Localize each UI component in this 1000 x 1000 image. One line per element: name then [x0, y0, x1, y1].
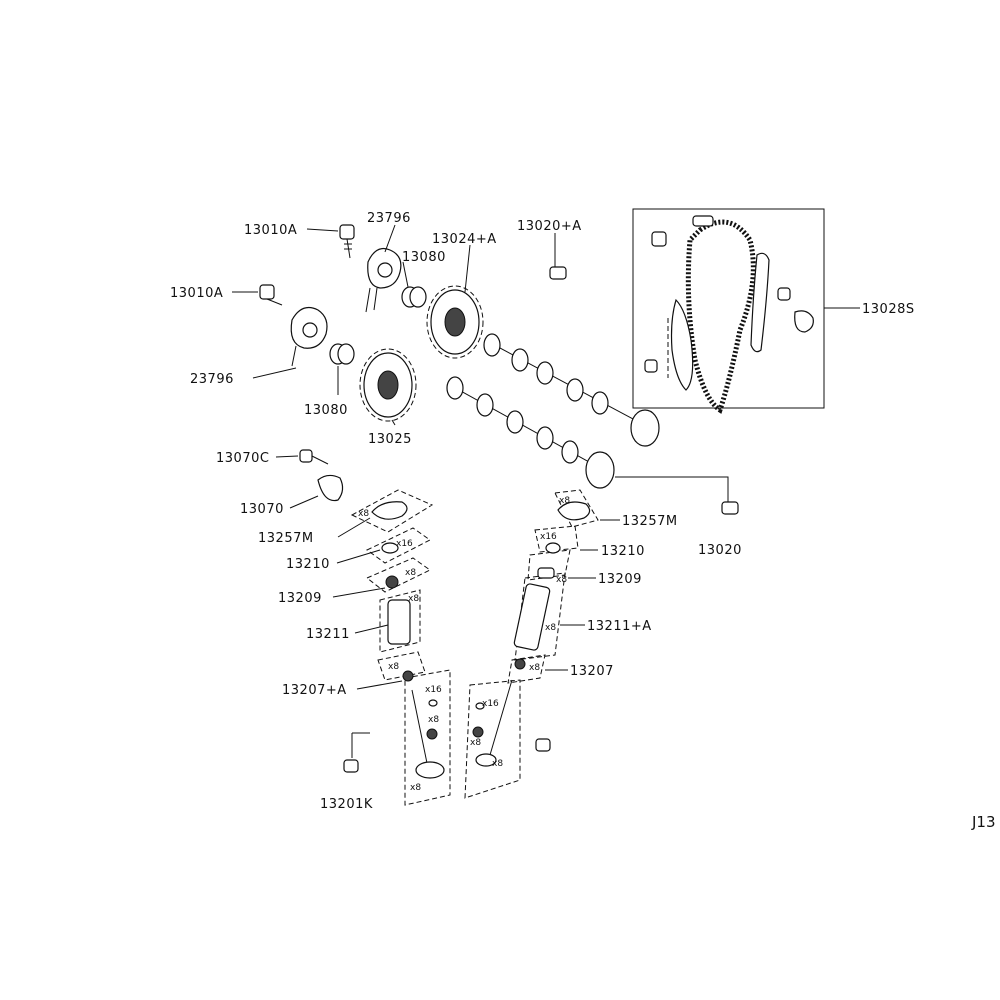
plug-right-bottom [535, 738, 551, 752]
qty-right-13211A: x8 [545, 623, 556, 633]
qty-left-13207: x8 [388, 662, 399, 672]
label-13211A: 13211+A [587, 619, 652, 634]
sprocket-13024A [426, 285, 484, 359]
valve-stack-left [343, 489, 451, 806]
bolt-13070C [299, 449, 329, 465]
plug-13020 [721, 501, 739, 515]
label-13020A: 13020+A [517, 219, 582, 234]
qty-left-13257M: x8 [358, 509, 369, 519]
label-23796-bottom: 23796 [190, 372, 234, 387]
plug-13020A [549, 266, 567, 280]
label-13210-right: 13210 [601, 544, 645, 559]
label-13080-top: 13080 [402, 250, 446, 265]
label-23796-top: 23796 [367, 211, 411, 226]
label-13207: 13207 [570, 664, 614, 679]
qty-right-13207: x8 [529, 663, 540, 673]
label-13201K: 13201K [320, 797, 373, 812]
figure-reference: J13 [971, 813, 996, 831]
vtc-solenoid-23796-top [365, 247, 402, 313]
vtc-solenoid-23796-bottom [290, 307, 328, 367]
qty-left-13211: x8 [408, 594, 419, 604]
qty-right-13209: x8 [556, 575, 567, 585]
qty-right-valve-8b: x8 [492, 759, 503, 769]
quantity-markers: x8 x16 x8 x8 x8 x16 x8 x8 x8 x16 x8 x8 x… [358, 496, 570, 793]
qty-left-13209: x8 [405, 568, 416, 578]
label-13020: 13020 [698, 543, 742, 558]
label-13209-right: 13209 [598, 572, 642, 587]
qty-left-valve-8a: x8 [428, 715, 439, 725]
label-13207A: 13207+A [282, 683, 347, 698]
qty-left-valve-16: x16 [425, 685, 442, 695]
qty-left-valve-8b: x8 [410, 783, 421, 793]
valve-stack-right [464, 489, 599, 799]
qty-right-13257M: x8 [559, 496, 570, 506]
seal-13080-bottom [329, 343, 355, 365]
leader-lines [232, 224, 860, 758]
label-13211: 13211 [306, 627, 350, 642]
label-13210-left: 13210 [286, 557, 330, 572]
label-13257M-right: 13257M [622, 514, 678, 529]
label-13024A: 13024+A [432, 232, 497, 247]
label-13070: 13070 [240, 502, 284, 517]
camshaft-upper [483, 333, 660, 447]
bolt-13010A-top [339, 224, 355, 259]
label-13209-left: 13209 [278, 591, 322, 606]
label-13025: 13025 [368, 432, 412, 447]
label-13070C: 13070C [216, 451, 269, 466]
qty-right-valve-8a: x8 [470, 738, 481, 748]
part-labels: 13010A 23796 13080 13024+A 13020+A 13010… [170, 211, 915, 812]
label-13080-bottom: 13080 [304, 403, 348, 418]
label-13010A-left: 13010A [170, 286, 223, 301]
qty-right-13210: x16 [540, 532, 557, 542]
seal-13080-top [401, 286, 427, 308]
valve-guide-13201K [343, 759, 359, 773]
qty-left-13210: x16 [396, 539, 413, 549]
bolt-13010A-left [259, 284, 283, 306]
sensor-13070 [317, 474, 344, 502]
label-13257M-left: 13257M [258, 531, 314, 546]
timing-chain-kit-inset [632, 208, 825, 414]
label-13010A-top: 13010A [244, 223, 297, 238]
camshaft-lower [446, 376, 615, 489]
sprocket-13025 [359, 348, 417, 422]
label-13028S: 13028S [862, 302, 915, 317]
qty-right-valve-16: x16 [482, 699, 499, 709]
